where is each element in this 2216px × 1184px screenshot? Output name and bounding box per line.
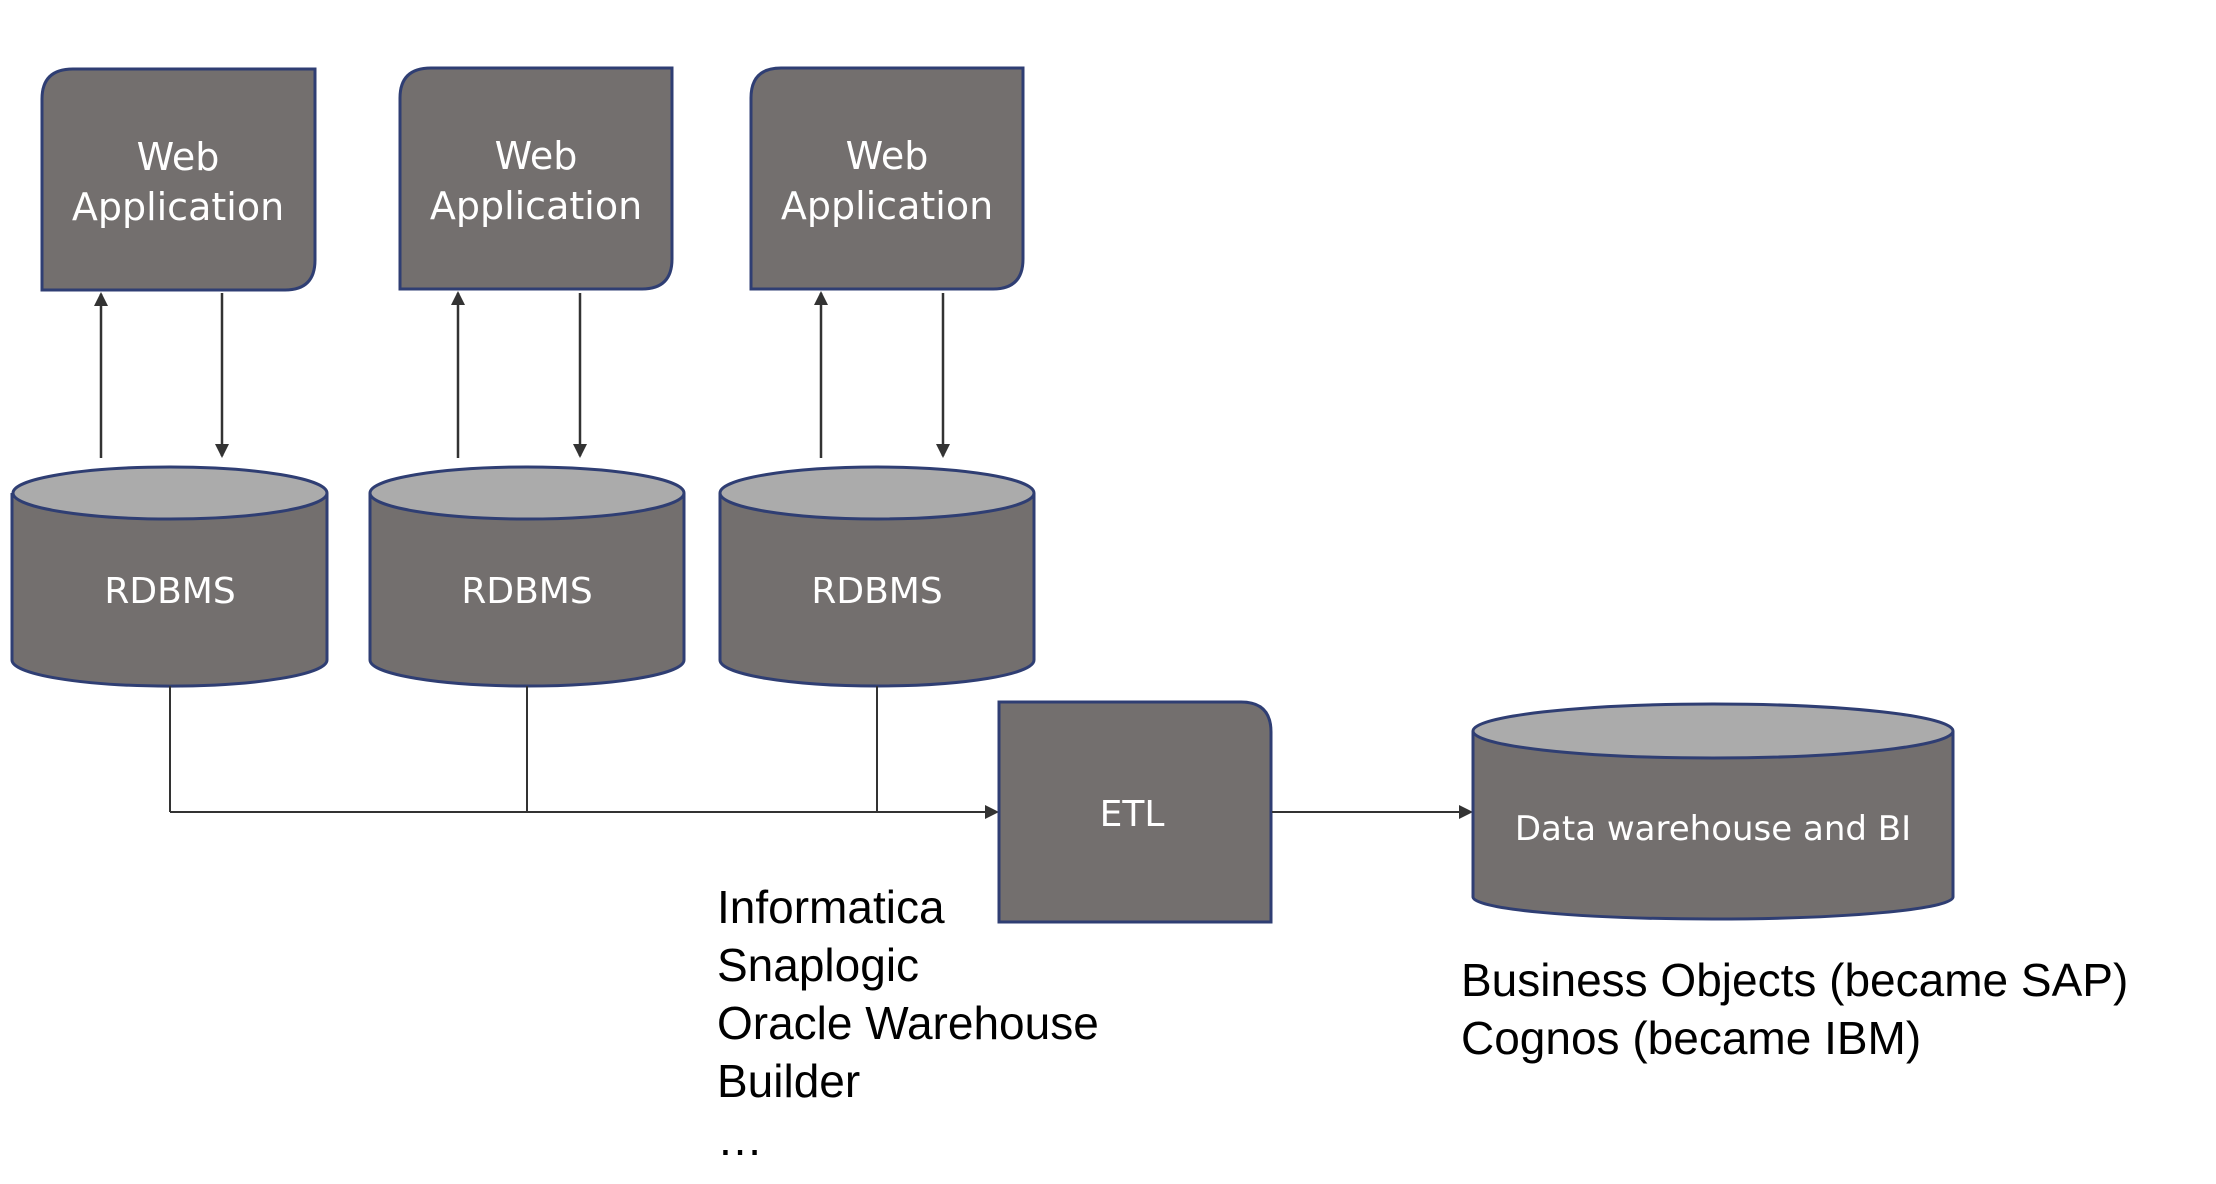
etl-tool-item: Oracle Warehouse [717, 997, 1099, 1049]
rdbms-label: RDBMS [811, 571, 942, 612]
bi-tools-list: Business Objects (became SAP) Cognos (be… [1461, 951, 2128, 1067]
rdbms-cylinder-1: RDBMS [10, 465, 329, 688]
data-warehouse-label: Data warehouse and BI [1515, 809, 1911, 849]
etl-tool-item: Builder [717, 1055, 861, 1107]
rdbms-cylinder-3: RDBMS [718, 465, 1036, 688]
etl-tool-item: Snaplogic [717, 939, 920, 991]
data-warehouse-cylinder: Data warehouse and BI [1471, 702, 1955, 921]
web-application-label-line1: Web [846, 134, 929, 178]
etl-tool-item: … [717, 1113, 763, 1165]
bi-tool-item: Business Objects (became SAP) [1461, 954, 2129, 1006]
etl-label: ETL [1100, 794, 1165, 835]
web-application-label-line1: Web [137, 135, 220, 179]
etl-box: ETL [997, 700, 1273, 924]
web-application-label-line1: Web [495, 134, 578, 178]
web-application-label-line2: Application [781, 184, 993, 228]
bi-tool-item: Cognos (became IBM) [1461, 1012, 1922, 1064]
etl-tool-item: Informatica [717, 881, 945, 933]
etl-tools-list: Informatica Snaplogic Oracle Warehouse B… [717, 878, 1099, 1168]
rdbms-cylinder-2: RDBMS [368, 465, 686, 688]
web-application-box-1: Web Application [40, 67, 317, 292]
rdbms-label: RDBMS [461, 571, 592, 612]
web-application-box-3: Web Application [749, 66, 1025, 291]
web-application-label-line2: Application [72, 185, 284, 229]
rdbms-label: RDBMS [104, 571, 235, 612]
web-application-box-2: Web Application [398, 66, 674, 291]
web-application-label-line2: Application [430, 184, 642, 228]
